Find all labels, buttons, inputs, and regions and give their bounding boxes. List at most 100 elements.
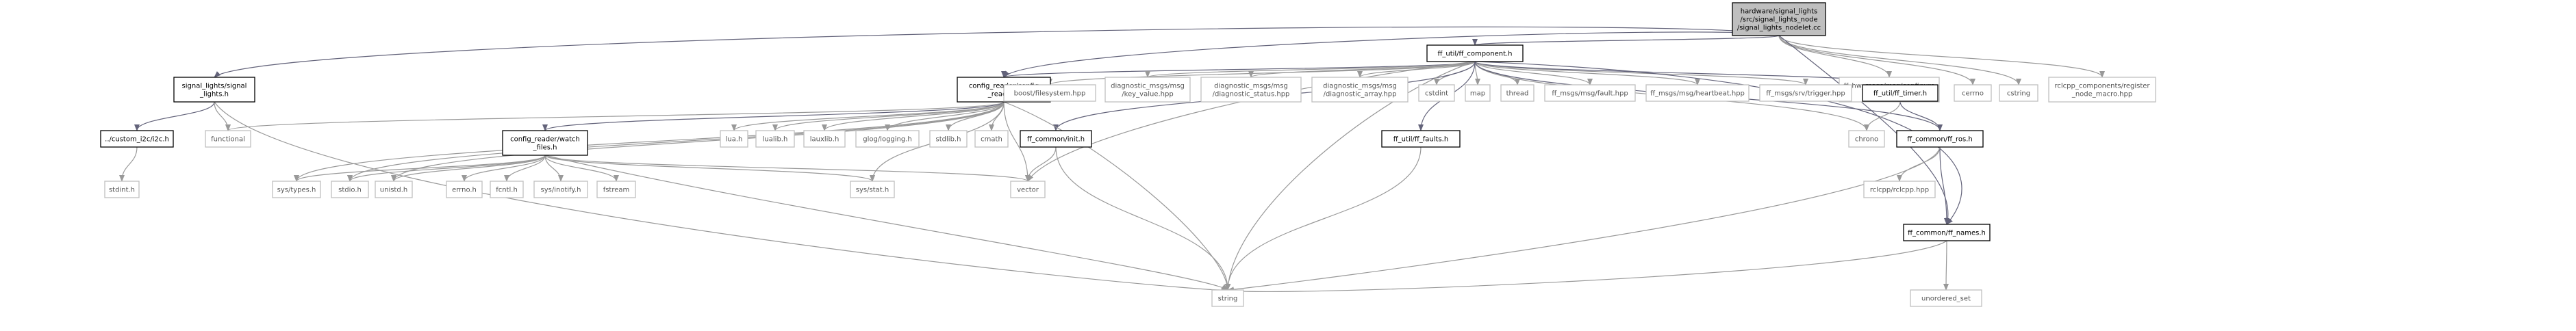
node-label: rclcpp_components/register — [2054, 83, 2150, 90]
node-label: ff_util/ff_faults.h — [1393, 136, 1448, 144]
node-label: config_reader/watch — [510, 136, 580, 144]
node-label: cmath — [981, 136, 1002, 144]
edge-ff_component-to-fault_hpp — [1474, 61, 1593, 85]
node-ff-names[interactable]: ff_common/ff_names.h — [1903, 224, 1991, 241]
node-ff-component[interactable]: ff_util/ff_component.h — [1426, 44, 1524, 62]
edge-config_reader-to-functional — [225, 101, 1005, 131]
node-box — [1020, 130, 1092, 148]
node-lualib-h: lualib.h — [755, 130, 795, 148]
node-box — [755, 130, 795, 148]
node-stdint-h: stdint.h — [104, 181, 140, 198]
edge-config_reader-to-string — [1003, 101, 1230, 291]
edge-root-to-signal_lights — [214, 26, 1780, 78]
node-label: sys/inotify.h — [541, 187, 581, 194]
node-label: /diagnostic_array.hpp — [1324, 91, 1397, 98]
edge-signal_lights-to-custom_i2c — [134, 101, 215, 131]
edge-ff_component-to-heartbeat_hpp — [1474, 61, 1700, 85]
node-label: ff_common/ff_names.h — [1908, 230, 1986, 237]
nodes-layer: hardware/signal_lights/src/signal_lights… — [100, 2, 2156, 307]
node-box — [1759, 84, 1852, 102]
edge-config_reader-to-lua_h — [731, 101, 1005, 131]
node-label: string — [1218, 295, 1238, 303]
edge-watch_files-to-sys_types — [294, 155, 546, 182]
node-ff-ros[interactable]: ff_common/ff_ros.h — [1896, 130, 1984, 148]
node-box — [272, 181, 321, 198]
edge-ff_component-to-string — [1225, 61, 1476, 291]
edge-watch_files-to-sys_inotify — [544, 155, 564, 182]
edge-watch_files-to-sys_stat — [544, 155, 875, 182]
edge-config_reader-to-vector — [1003, 101, 1031, 182]
node-label: /diagnostic_status.hpp — [1213, 91, 1290, 98]
node-signal-lights[interactable]: signal_lights/signal_lights.h — [173, 77, 255, 103]
node-lauxlib-h: lauxlib.h — [803, 130, 846, 148]
edge-custom_i2c-to-stdint_h — [119, 146, 138, 182]
node-vector: vector — [1010, 181, 1046, 198]
node-heartbeat-hpp: ff_msgs/msg/heartbeat.hpp — [1645, 84, 1750, 102]
node-errno-h: errno.h — [446, 181, 483, 198]
node-lua-h: lua.h — [720, 130, 748, 148]
edge-config_reader-to-stdio_h — [347, 101, 1005, 182]
node-cmath: cmath — [974, 130, 1009, 148]
edge-ff_timer-to-ff_ros — [1899, 101, 1943, 131]
edge-ff_component-to-trigger_hpp — [1474, 61, 1808, 85]
edge-root-to-cerrno — [1778, 35, 1975, 85]
node-box — [1544, 84, 1636, 102]
node-string: string — [1211, 289, 1244, 307]
edge-ff_ros-to-rclcpp_hpp — [1897, 146, 1941, 182]
node-label: lua.h — [726, 136, 743, 144]
node-label: _lights.h — [199, 91, 229, 98]
node-ff-init[interactable]: ff_common/init.h — [1020, 130, 1092, 148]
node-rclcpp-hpp: rclcpp/rclcpp.hpp — [1863, 181, 1936, 198]
node-box — [331, 181, 369, 198]
edge-ff_component-to-key_value — [1145, 61, 1476, 78]
node-sys-inotify: sys/inotify.h — [533, 181, 588, 198]
node-label: boost/filesystem.hpp — [1014, 90, 1086, 98]
node-ff-timer[interactable]: ff_util/ff_timer.h — [1862, 84, 1939, 102]
node-diag-array: diagnostic_msgs/msg/diagnostic_array.hpp — [1311, 77, 1409, 103]
edge-signal_lights-to-functional — [214, 101, 231, 131]
node-box — [1999, 84, 2038, 102]
node-map: map — [1465, 84, 1491, 102]
edge-root-to-rclcpp_components — [1778, 35, 2105, 78]
node-label: vector — [1017, 187, 1039, 194]
node-box — [533, 181, 588, 198]
node-label: hardware/signal_lights — [1741, 8, 1817, 16]
node-box — [375, 181, 413, 198]
node-box — [1645, 84, 1750, 102]
node-label: sys/stat.h — [856, 187, 889, 194]
node-label: unistd.h — [380, 187, 407, 194]
node-glog: glog/logging.h — [855, 130, 920, 148]
edge-config_reader-to-unistd_h — [391, 101, 1005, 182]
node-label: thread — [1506, 90, 1529, 98]
edge-ff_timer-to-chrono — [1864, 101, 1901, 131]
node-label: /src/signal_lights_node — [1740, 16, 1817, 24]
edge-watch_files-to-unistd_h — [391, 155, 546, 182]
edge-ff_names-to-unordered_set — [1943, 240, 1949, 291]
node-label: unordered_set — [1921, 295, 1971, 303]
node-box — [1896, 130, 1984, 148]
node-label: _node_macro.hpp — [2071, 91, 2132, 98]
node-custom-i2c[interactable]: ../custom_i2c/i2c.h — [100, 130, 174, 148]
node-box — [1954, 84, 1992, 102]
node-label: ff_util/ff_timer.h — [1873, 90, 1927, 98]
node-label: stdio.h — [338, 187, 362, 194]
node-label: map — [1470, 90, 1485, 98]
node-label: sys/types.h — [277, 187, 316, 194]
node-box — [1211, 289, 1244, 307]
node-root[interactable]: hardware/signal_lights/src/signal_lights… — [1732, 2, 1826, 36]
node-label: /key_value.hpp — [1122, 91, 1173, 98]
node-ff-faults[interactable]: ff_util/ff_faults.h — [1381, 130, 1461, 148]
edge-ff_ros-to-string — [1227, 146, 1941, 293]
edge-watch_files-to-vector — [544, 155, 1031, 182]
node-box — [1381, 130, 1461, 148]
node-box — [1418, 84, 1455, 102]
node-label: diagnostic_msgs/msg — [1323, 83, 1397, 90]
edge-ff_component-to-vector — [1027, 61, 1476, 182]
node-watch-files[interactable]: config_reader/watch_files.h — [502, 130, 588, 156]
edge-root-to-configure_led — [1778, 35, 1892, 78]
node-stdio-h: stdio.h — [331, 181, 369, 198]
node-label: fstream — [603, 187, 630, 194]
edge-ff_names-to-string — [1227, 240, 1947, 295]
edge-ff_component-to-diag_status — [1248, 61, 1476, 78]
